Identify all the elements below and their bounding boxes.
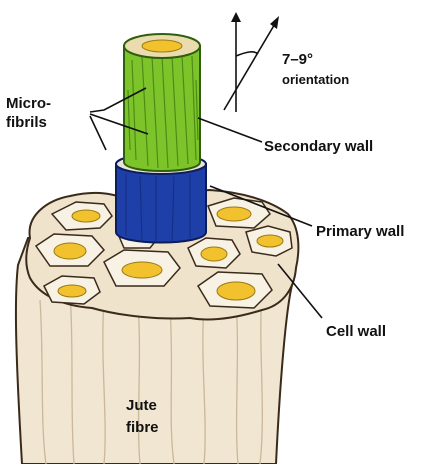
lumen [257, 235, 283, 247]
microfibrils-leader-3 [90, 116, 106, 150]
fibril-axis-arrow [224, 22, 276, 110]
vertical-arrowhead-icon [231, 12, 241, 22]
lumen [54, 243, 86, 259]
lumen [201, 247, 227, 261]
angle-label: 7–9° [282, 51, 313, 68]
orientation-label: orientation [282, 72, 349, 87]
secondary-wall-label: Secondary wall [264, 138, 373, 155]
angle-arc [236, 52, 258, 56]
secondary-wall-cylinder [124, 34, 200, 171]
microfibrils-label-line2: fibrils [6, 114, 47, 131]
lumen [58, 285, 86, 297]
lumen [122, 262, 162, 278]
lumen [217, 207, 251, 221]
lumen [72, 210, 100, 222]
tilted-arrowhead-icon [270, 16, 279, 29]
orientation-indicator: 7–9° orientation [224, 12, 349, 112]
fibre-lumen-top [142, 40, 182, 52]
jute-label-line2: fibre [126, 419, 159, 436]
cell-wall-label: Cell wall [326, 323, 386, 340]
jute-label-line1: Jute [126, 397, 157, 414]
lumen [217, 282, 255, 300]
secondary-wall-leader [198, 118, 262, 142]
microfibrils-label-line1: Micro- [6, 95, 51, 112]
primary-wall-body [116, 164, 206, 243]
primary-wall-label: Primary wall [316, 223, 404, 240]
